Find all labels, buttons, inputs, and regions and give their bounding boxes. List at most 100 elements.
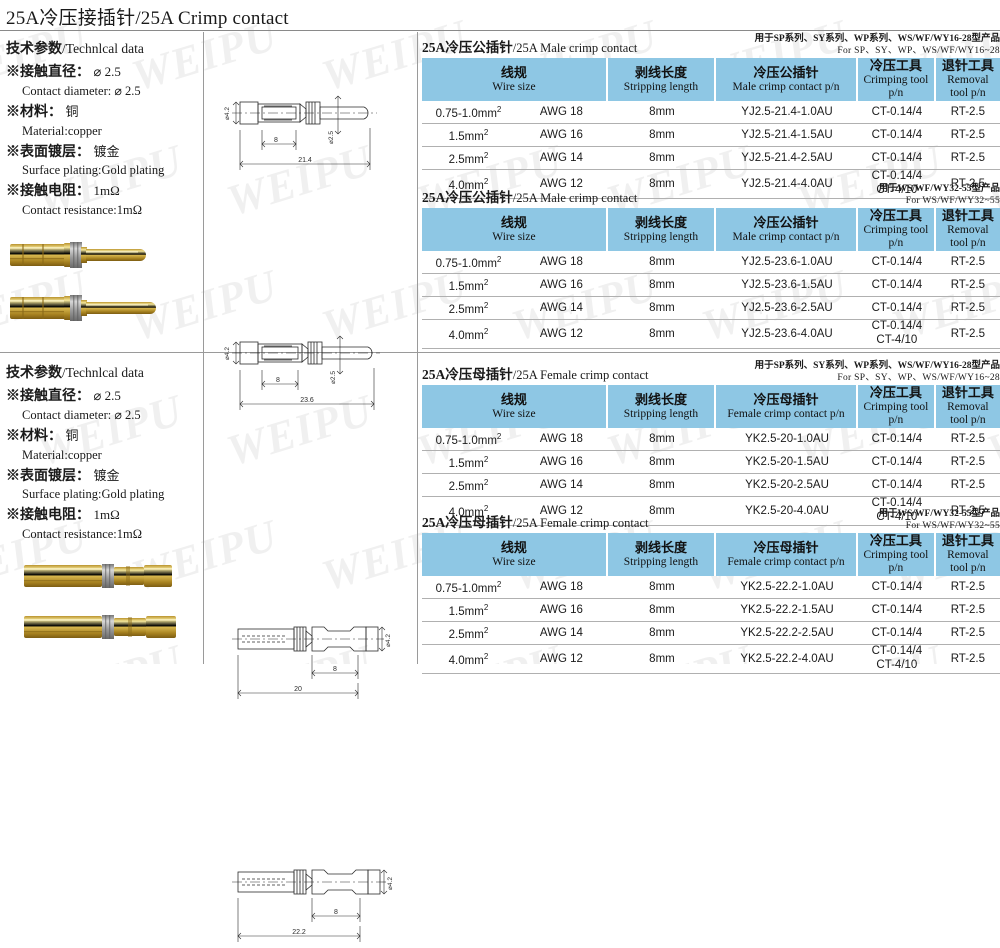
page-title: 25A冷压接插针/25A Crimp contact [6,8,289,29]
cell-crimping-tool: CT-0.14/4 [858,124,936,148]
cell-stripping-length: 8mm [607,576,717,600]
header-cn: 线规 [500,214,527,230]
header-en: Wire size [492,407,536,420]
crimping-tool-2: CT-4/10 [876,333,918,346]
header-en: Removal tool p/n [947,73,989,100]
wire-size-unit-sup: 2 [483,477,489,487]
cell-contact-pn: YJ2.5-21.4-2.5AU [716,147,858,171]
cell-stripping-length: 8mm [607,147,717,171]
spec-title-sep: / [62,365,66,380]
spec-title-cn: 技术参数 [6,366,62,381]
wire-size-value: 4.0mm [448,179,484,192]
wire-size-value: 1.5mm [448,280,484,293]
svg-text:20: 20 [294,686,302,693]
wire-size-unit-sup: 2 [483,326,489,336]
spec-title-en: Technlcal data [65,41,144,56]
cell-wire-size: 4.0mm2 [422,170,515,199]
wire-size-value: 2.5mm [448,153,484,166]
cell-stripping-length: 8mm [607,428,717,452]
header-en: Removal tool p/n [947,223,989,250]
spec-label-cn: ※表面镀层： [6,144,90,160]
cell-removal-tool: RT-2.5 [935,576,1000,600]
header-en: Removal tool p/n [947,548,989,575]
spec-item-en: Surface plating:Gold plating [22,163,165,178]
cell-wire-size: 1.5mm2 [422,124,515,148]
header-en: Removal tool p/n [947,400,989,427]
cell-wire-size: 1.5mm2 [422,451,515,475]
table-title-en: /25A Female crimp contact [512,516,649,530]
spec-item-cn: ※接触电阻： 1mΩ [6,506,200,526]
cell-contact-pn: YK2.5-22.2-4.0AU [716,645,858,674]
svg-text:8: 8 [274,137,278,144]
crimping-tool-2: CT-4/10 [876,510,918,523]
spec-value-cn: ⌀ 2.5 [93,388,121,403]
table-note-cn: 用于SP系列、SY系列、WP系列、WS/WF/WY16-28型产品 [754,34,1000,44]
spec-item-en: Contact resistance:1mΩ [22,527,143,542]
table-title-cn: 25A冷压母插针 [422,515,513,530]
crimping-tool-1: CT-0.14/4 [871,170,923,183]
cell-awg: AWG 16 [514,274,608,298]
cell-removal-tool: RT-2.5 [935,297,1000,321]
cell-wire-size: 4.0mm2 [422,320,515,349]
cell-contact-pn: YJ2.5-23.6-4.0AU [716,320,858,349]
cell-stripping-length: 8mm [607,599,717,623]
column-divider-left-top [203,32,204,352]
header-cn: 退针工具 [941,533,994,548]
header-en: Wire size [492,555,536,568]
cell-awg: AWG 18 [514,428,608,452]
spec-value-cn: ⌀ 2.5 [93,64,121,79]
cell-stripping-length: 8mm [607,497,717,526]
wire-size-unit-sup: 2 [483,454,489,464]
cell-crimping-tool: CT-0.14/4 [858,451,936,475]
wire-size-value: 2.5mm [448,303,484,316]
spec-panel-male: 技术参数/Technlcal data ※接触直径： ⌀ 2.5 Contact… [0,38,200,222]
wire-size-value: 1.5mm [448,130,484,143]
header-en: Female crimp contact p/n [727,407,845,420]
contact-photo-female-1 [22,560,222,597]
wire-size-unit-sup: 2 [483,651,489,661]
cell-wire-size: 0.75-1.0mm2 [422,428,515,452]
cell-wire-size: 2.5mm2 [422,474,515,498]
header-cn: 冷压工具 [869,208,922,223]
svg-text:⌀4.2: ⌀4.2 [224,347,231,360]
table-note-en: For SP、SY、WP、WS/WF/WY16~28 [837,372,1000,383]
wire-size-value: 0.75-1.0mm [435,107,497,120]
table-note-en: For SP、SY、WP、WS/WF/WY16~28 [837,45,1000,56]
spec-item-cn: ※接触直径： ⌀ 2.5 [6,63,200,83]
spec-label-cn: ※材料： [6,428,62,444]
header-cn: 退针工具 [941,58,994,73]
spec-item-cn: ※材料： 铜 [6,103,200,123]
cell-contact-pn: YJ2.5-21.4-1.0AU [716,101,858,125]
table-title: 25A冷压公插针/25A Male crimp contact [422,36,637,56]
svg-text:⌀4.2: ⌀4.2 [224,107,231,120]
header-cn: 线规 [500,391,527,407]
contact-photo-male-2 [8,291,208,330]
spec-item-surface-plating: ※表面镀层： 镀金 Surface plating:Gold plating [6,143,200,180]
svg-text:8: 8 [276,377,280,384]
cell-stripping-length: 8mm [607,170,717,199]
cell-crimping-tool: CT-0.14/4 [858,147,936,171]
spec-item-material: ※材料： 铜 Material:copper [6,103,200,140]
cell-contact-pn: YK2.5-20-2.5AU [716,474,858,498]
cell-contact-pn: YJ2.5-21.4-4.0AU [716,170,858,199]
cell-crimping-tool: CT-0.14/4 [858,251,936,275]
cell-wire-size: 0.75-1.0mm2 [422,576,515,600]
